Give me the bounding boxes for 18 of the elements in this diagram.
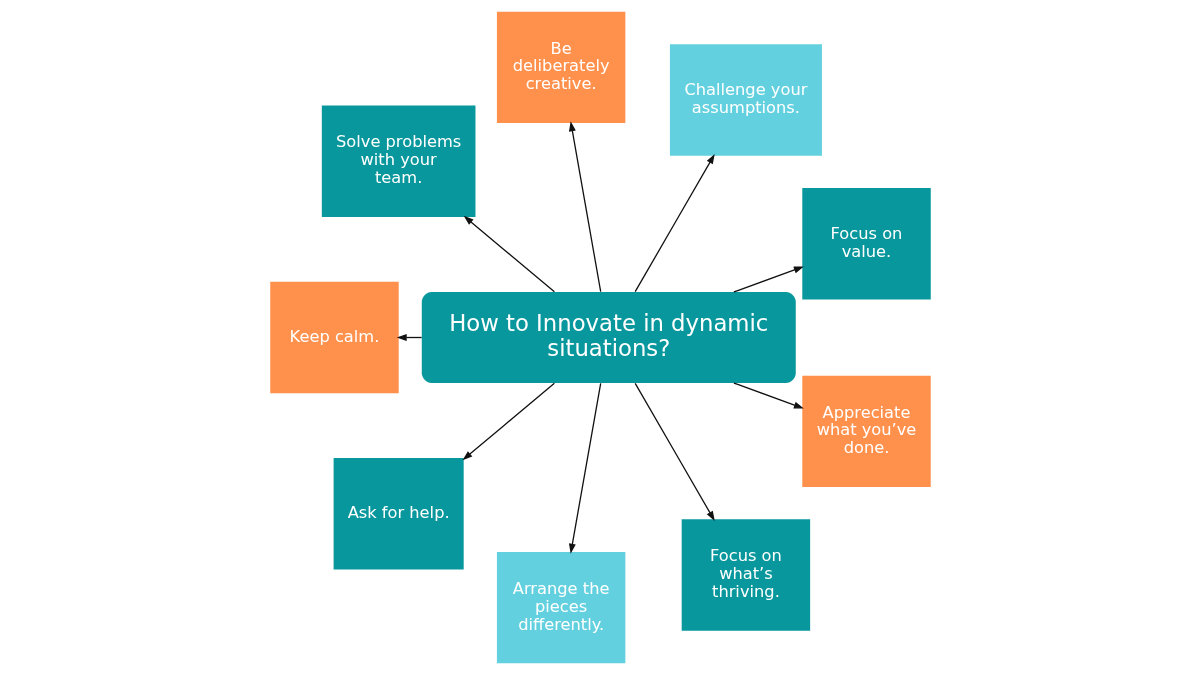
node-box: Be deliberately creative. <box>496 11 625 124</box>
node-box: Arrange the pieces differently. <box>496 551 625 664</box>
arrow <box>568 382 601 554</box>
arrow <box>634 153 715 293</box>
arrow <box>732 266 804 293</box>
node-box: Appreciate what you’ve done. <box>801 375 931 487</box>
node-box: Focus on what’s thriving. <box>681 519 810 631</box>
arrow <box>634 382 715 522</box>
arrow <box>732 382 804 409</box>
node-box: Focus on value. <box>801 188 931 300</box>
arrow <box>568 121 601 293</box>
node-box: Challenge your assumptions. <box>669 44 822 156</box>
node-box: Solve problems with your team. <box>321 105 475 217</box>
node-box: Ask for help. <box>333 458 464 570</box>
arrow <box>462 382 555 461</box>
arrow <box>463 215 555 293</box>
node-box: How to Innovate in dynamic situations? <box>421 292 796 384</box>
node-box: Keep calm. <box>269 281 399 394</box>
